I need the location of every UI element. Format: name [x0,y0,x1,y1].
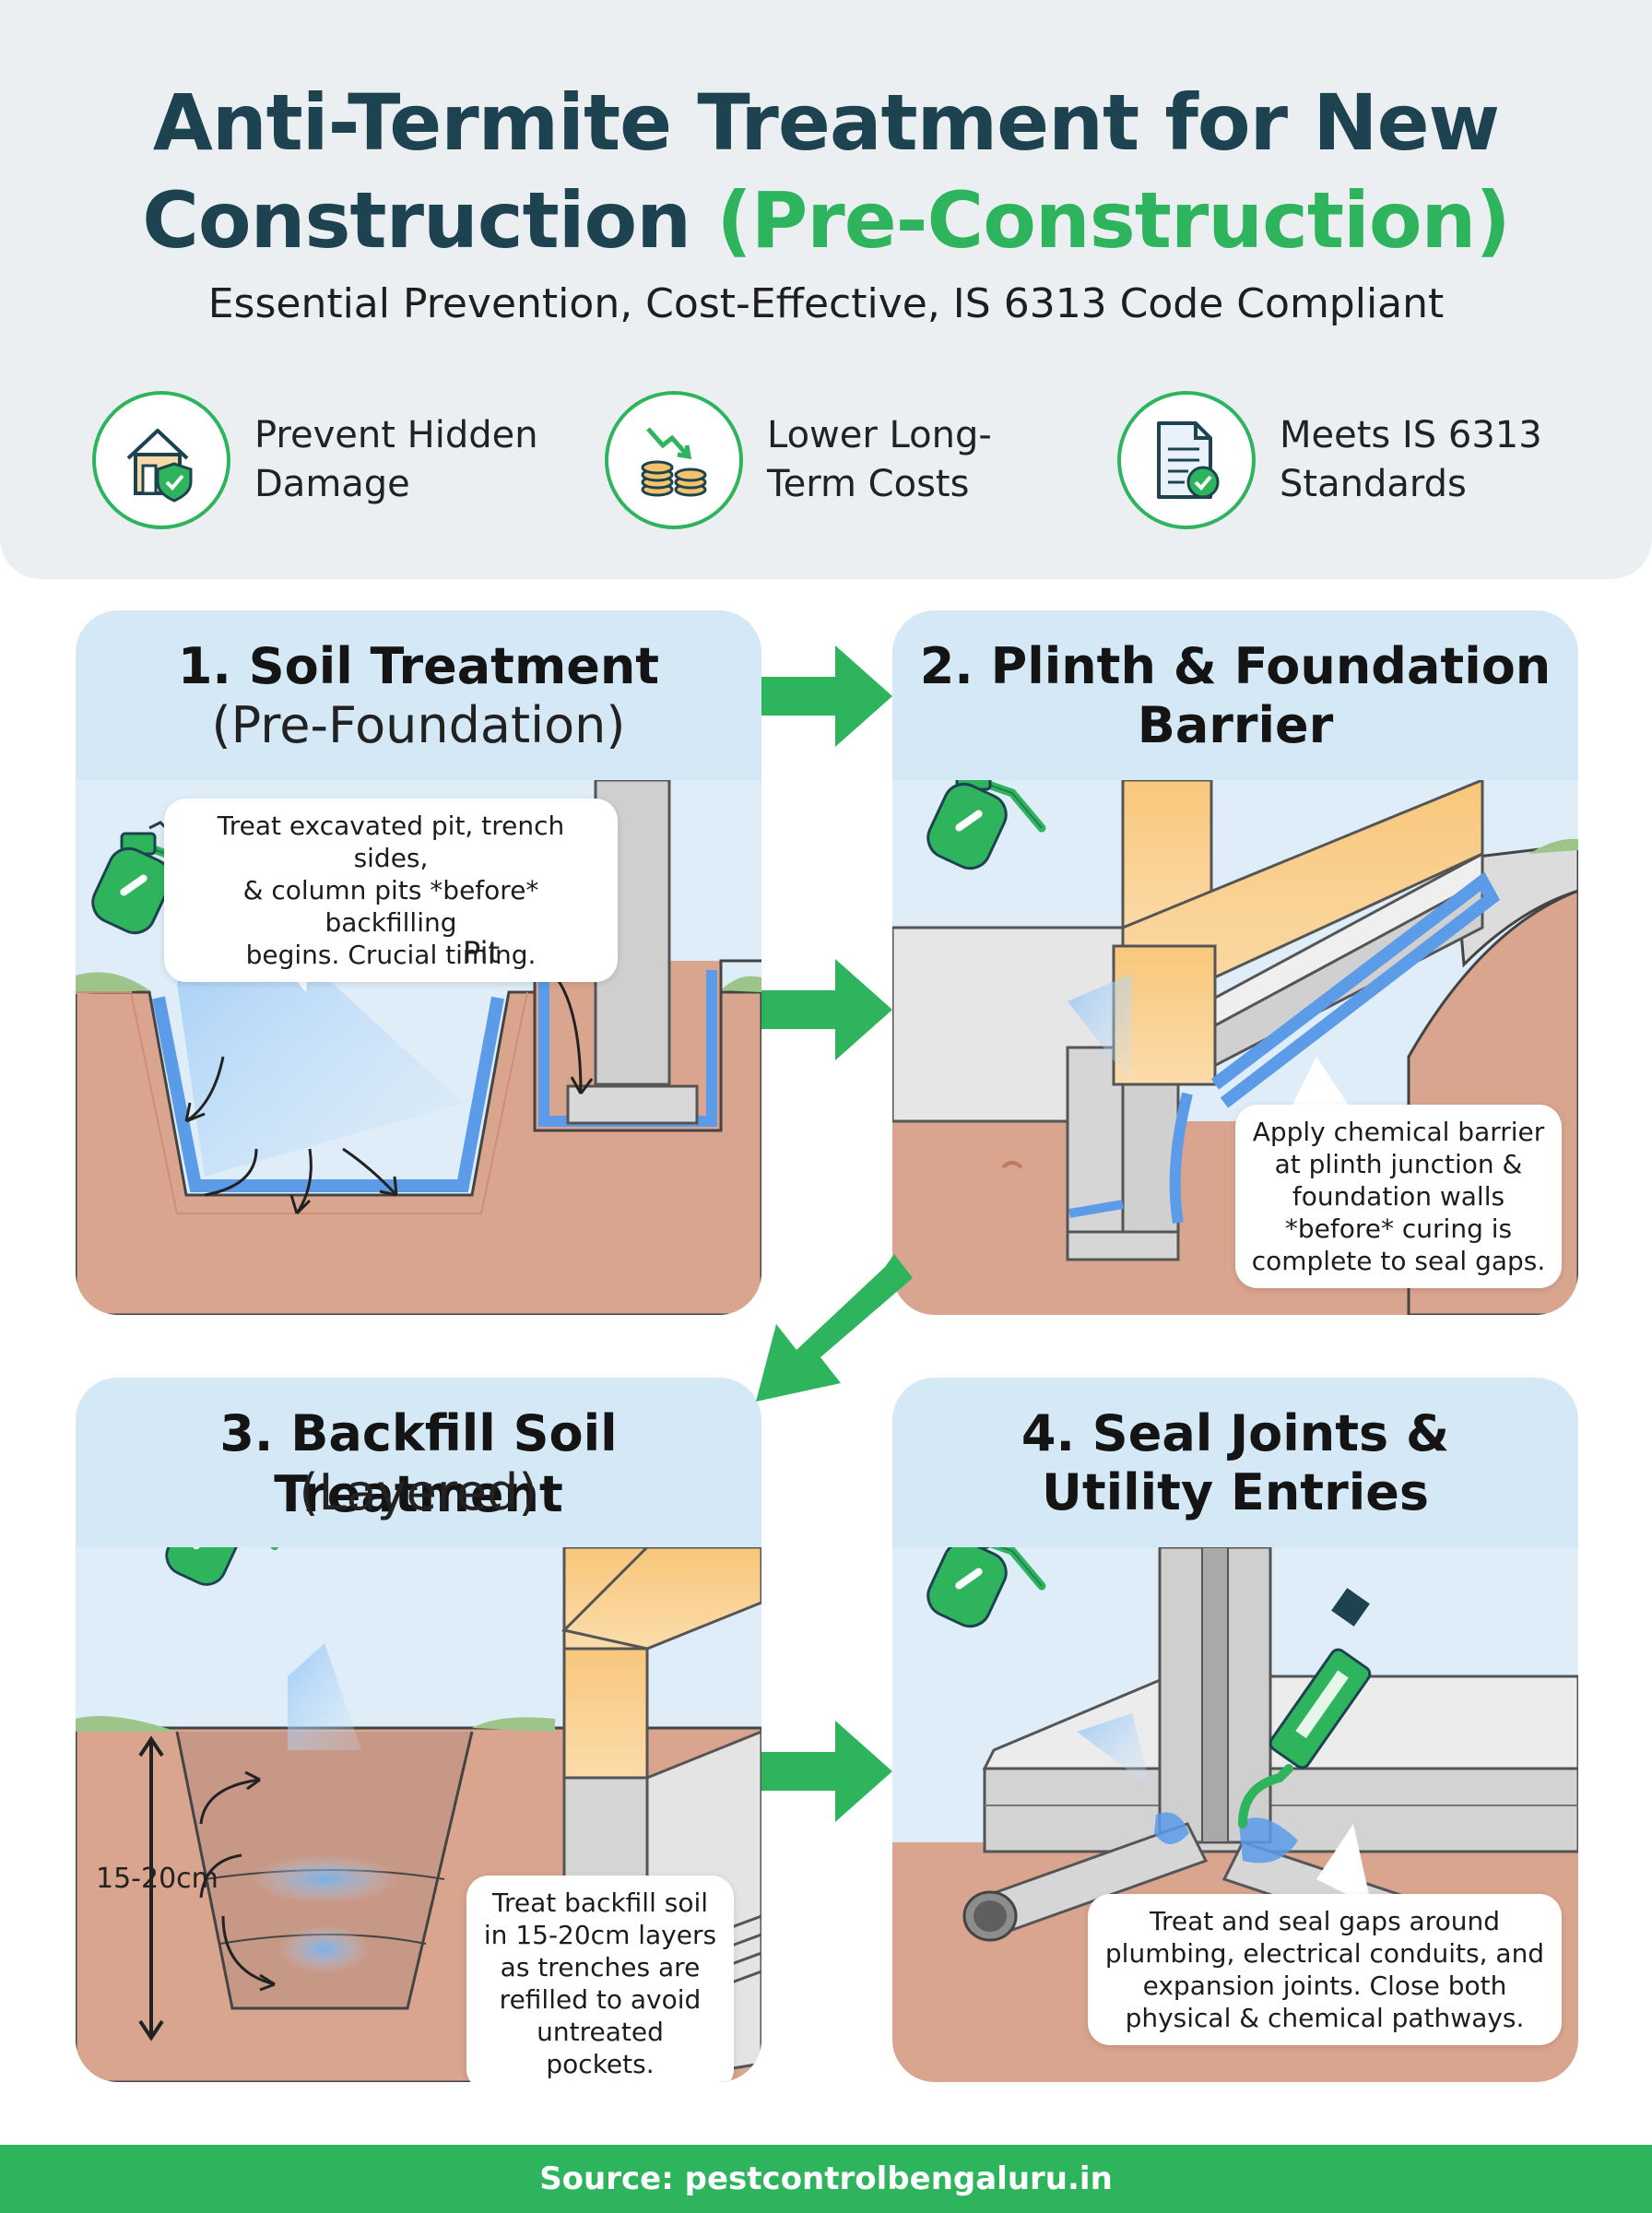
flow-arrow-1-to-2 [761,645,892,747]
coins-down-icon [605,391,743,529]
step-subtitle: (Pre-Foundation) [211,696,626,754]
step-card-backfill-treatment: 3. Backfill Soil Treatment (Layered) 15-… [76,1378,761,2082]
step-card-soil-treatment: 1. Soil Treatment (Pre-Foundation) Treat… [76,610,761,1315]
step-title: 1. Soil Treatment [177,637,660,695]
step-note: Apply chemical barrier at plinth junctio… [1235,1105,1562,1288]
benefit-prevent-damage: Prevent Hidden Damage [92,391,559,529]
step-subtitle: (Layered) [299,1463,538,1521]
step-card-plinth-barrier: 2. Plinth & Foundation Barrier Apply che… [892,610,1578,1315]
benefit-line-2: Term Costs [767,463,970,505]
step-subtitle: Barrier [1137,696,1334,754]
source-footer: Source: pestcontrolbengaluru.in [0,2145,1652,2213]
step-header: 3. Backfill Soil Treatment (Layered) [76,1378,761,1547]
step-card-seal-joints: 4. Seal Joints & Utility Entries Treat a… [892,1378,1578,2082]
step-note: Treat and seal gaps around plumbing, ele… [1088,1894,1562,2045]
step-title: 3. Backfill Soil Treatment [219,1404,618,1523]
layer-depth-label: 15-20cm [96,1863,218,1895]
flow-arrow-2-to-3 [756,1254,913,1402]
document-check-icon [1117,391,1256,529]
benefit-line-2: Standards [1280,463,1467,505]
pit-label: Pit [463,935,501,970]
title-line-1: Anti-Termite Treatment for New [152,77,1500,168]
step-header: 4. Seal Joints & Utility Entries [892,1378,1578,1547]
title-main: Construction [142,175,691,266]
step-note: Treat backfill soil in 15-20cm layers as… [466,1876,734,2082]
title-line-2: Construction (Pre-Construction) [0,172,1652,269]
benefit-line-1: Meets IS 6313 [1280,414,1542,456]
house-shield-icon [92,391,230,529]
step-header: 2. Plinth & Foundation Barrier [892,610,1578,780]
benefit-line-1: Lower Long- [767,414,992,456]
flow-arrow-3-to-4 [761,1721,892,1822]
benefit-meets-standards: Meets IS 6313 Standards [1117,391,1584,529]
benefit-lower-costs: Lower Long- Term Costs [605,391,1071,529]
step-header: 1. Soil Treatment (Pre-Foundation) [76,610,761,780]
page-title: Anti-Termite Treatment for New Construct… [0,74,1652,269]
flow-arrow-mid-1 [761,959,892,1060]
step-subtitle: Utility Entries [1041,1463,1430,1521]
step-note: Treat excavated pit, trench sides, & col… [164,799,618,982]
benefit-line-1: Prevent Hidden [254,414,538,456]
page-subtitle: Essential Prevention, Cost-Effective, IS… [207,280,1445,327]
benefit-line-2: Damage [254,463,410,505]
header-panel: Anti-Termite Treatment for New Construct… [0,0,1652,579]
step-title: 2. Plinth & Foundation [919,637,1552,695]
step-title: 4. Seal Joints & [1021,1404,1450,1462]
title-accent: (Pre-Construction) [716,175,1510,266]
